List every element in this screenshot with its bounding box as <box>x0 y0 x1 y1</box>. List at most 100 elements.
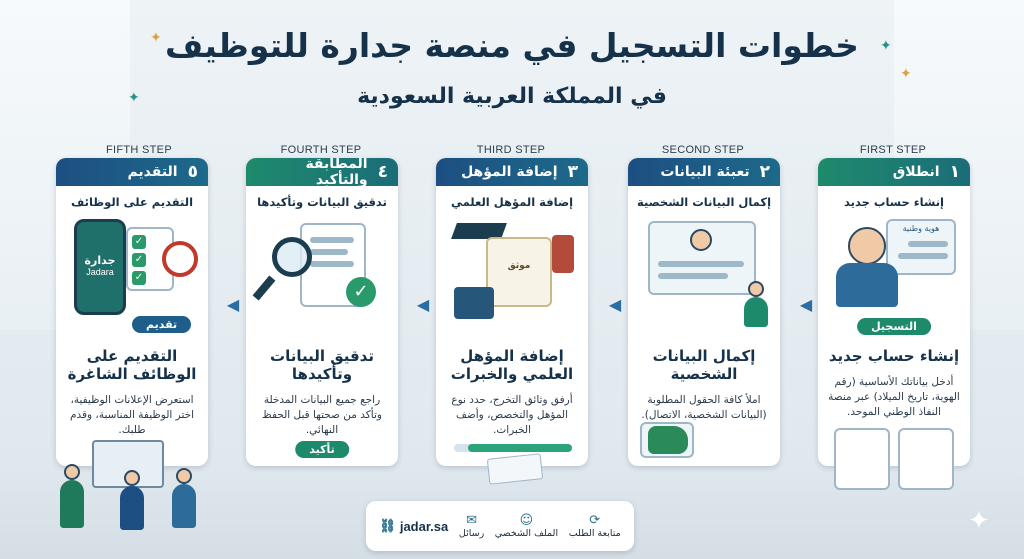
person-icon <box>64 464 80 480</box>
step-card-header: ١ انطلاق <box>818 158 970 186</box>
person-icon <box>124 470 140 486</box>
check-icon: ✓ <box>132 271 146 285</box>
form-screen <box>648 221 756 295</box>
progress-fill <box>468 444 572 452</box>
step-number: ١ <box>949 162 960 182</box>
track-icon: ⟳ <box>589 513 601 528</box>
step-label-4: FOURTH STEP <box>280 144 362 156</box>
step-card-2: ٢ تعبئة البيانات إكمال البيانات الشخصية … <box>628 158 780 466</box>
step-number: ٤ <box>377 162 388 182</box>
document-icon <box>300 223 366 307</box>
step-description: استعرض الإعلانات الوظيفية، اختر الوظيفة … <box>69 394 195 436</box>
certificate-icon: موثق <box>486 237 552 307</box>
step-card-header: ٣ إضافة المؤهل <box>436 158 588 186</box>
step-heading: إضافة المؤهل <box>461 164 558 180</box>
step-card-3: ٣ إضافة المؤهل إضافة المؤهل العلمي موثق … <box>436 158 588 466</box>
step-heading: التقديم <box>127 164 178 180</box>
jadara-logo-ar: جدارة <box>84 254 116 267</box>
bottom-bar-label: الملف الشخصي <box>494 528 559 539</box>
field-line <box>908 241 948 247</box>
arrow-left-icon: ◀ <box>608 295 622 314</box>
person-icon <box>748 281 764 297</box>
profile-form-illustration <box>638 217 770 337</box>
id-card-screen: هوية وطنية <box>886 219 956 275</box>
step-heading: المطابقة والتأكيد <box>305 158 368 188</box>
field-line <box>310 249 348 255</box>
login-screen-2 <box>898 428 954 490</box>
messages-item[interactable]: ✉ رسائل <box>459 513 484 539</box>
review-illustration: ✓ <box>252 217 388 337</box>
step-card-4: ٤ المطابقة والتأكيد تدقيق البيانات وتأكي… <box>246 158 398 466</box>
step-description: أدخل بياناتك الأساسية (رقم الهوية، تاريخ… <box>828 376 960 418</box>
step-title: التقديم على الوظائف الشاغرة <box>67 347 197 383</box>
magnifier-handle <box>252 275 276 301</box>
page-title: خطوات التسجيل في منصة جدارة للتوظيف <box>165 26 859 65</box>
certificate-label: موثق <box>507 261 531 271</box>
website-url: jadar.sa <box>399 518 449 534</box>
arrow-left-icon: ◀ <box>226 295 240 314</box>
step-number: ٢ <box>759 162 770 182</box>
phone-icon: جدارة Jadara <box>74 219 126 315</box>
progress-bar <box>454 444 572 452</box>
website-link[interactable]: ⛓ jadar.sa <box>379 518 448 534</box>
step-subheading: إنشاء حساب جديد <box>844 195 944 209</box>
field-line <box>658 261 744 267</box>
field-line <box>898 253 948 259</box>
confirm-button[interactable]: تأكيد <box>295 441 349 458</box>
step-number: ٥ <box>187 162 198 182</box>
track-request-item[interactable]: ⟳ متابعة الطلب <box>569 513 621 539</box>
step-label-1: FIRST STEP <box>859 144 927 156</box>
apply-illustration: جدارة Jadara ✓ ✓ ✓ تقديم <box>66 217 198 337</box>
person-body <box>172 484 196 528</box>
step-heading: تعبئة البيانات <box>660 164 750 180</box>
step-subheading: إضافة المؤهل العلمي <box>450 195 574 209</box>
check-circle-icon: ✓ <box>346 277 376 307</box>
target-icon <box>162 241 198 277</box>
qualification-illustration: موثق <box>446 217 578 337</box>
step-card-5: ٥ التقديم التقديم على الوظائف جدارة Jada… <box>56 158 208 466</box>
arrow-left-icon: ◀ <box>799 295 813 314</box>
step-card-header: ٥ التقديم <box>56 158 208 186</box>
stamp-icon <box>552 235 574 273</box>
step-subheading: التقديم على الوظائف <box>70 195 194 209</box>
step-label-5: FIFTH STEP <box>106 144 172 156</box>
create-account-illustration: هوية وطنية التسجيل <box>828 217 960 337</box>
bottom-bar-label: رسائل <box>458 528 485 539</box>
step-subheading: تدقيق البيانات وتأكيدها <box>257 195 387 209</box>
person-icon <box>848 227 886 265</box>
check-icon: ✓ <box>132 235 146 249</box>
field-line <box>658 273 728 279</box>
step-description: املأ كافة الحقول المطلوبة (البيانات الشخ… <box>641 394 767 421</box>
briefcase-icon <box>454 287 494 319</box>
register-button[interactable]: التسجيل <box>857 318 931 335</box>
login-screen-1 <box>834 428 890 490</box>
step-number: ٣ <box>567 162 578 182</box>
step-description: أرفق وثائق التخرج، حدد نوع المؤهل والتخص… <box>451 394 573 436</box>
person-body <box>60 480 84 528</box>
step-card-header: ٢ تعبئة البيانات <box>628 158 780 186</box>
sparkle-icon: ✦ <box>968 506 990 536</box>
field-line <box>310 261 354 267</box>
arrow-left-icon: ◀ <box>416 295 430 314</box>
id-card-label: هوية وطنية <box>902 224 940 233</box>
field-line <box>310 237 354 243</box>
apply-button[interactable]: تقديم <box>132 316 192 333</box>
check-icon: ✓ <box>132 253 146 267</box>
sparkle-icon: ✦ <box>900 66 912 82</box>
step-card-1: ١ انطلاق إنشاء حساب جديد هوية وطنية التس… <box>818 158 970 466</box>
profile-icon: ☺ <box>519 513 534 528</box>
person-body <box>120 486 144 530</box>
profile-item[interactable]: ☺ الملف الشخصي <box>495 513 558 539</box>
step-card-header: ٤ المطابقة والتأكيد <box>246 158 398 188</box>
saudi-map-icon <box>648 426 688 454</box>
bottom-bar: ⟳ متابعة الطلب ☺ الملف الشخصي ✉ رسائل ⛓ … <box>366 501 634 551</box>
person-body <box>836 263 898 307</box>
step-title: إكمال البيانات الشخصية <box>652 347 756 383</box>
step-title: تدقيق البيانات وتأكيدها <box>270 347 374 383</box>
step-description: راجع جميع البيانات المدخلة وتأكد من صحته… <box>262 394 382 436</box>
step-label-3: THIRD STEP <box>476 144 546 156</box>
link-icon: ⛓ <box>379 518 396 533</box>
sparkle-icon: ✦ <box>880 38 892 54</box>
step-label-2: SECOND STEP <box>661 144 745 156</box>
sparkle-icon: ✦ <box>150 30 162 46</box>
